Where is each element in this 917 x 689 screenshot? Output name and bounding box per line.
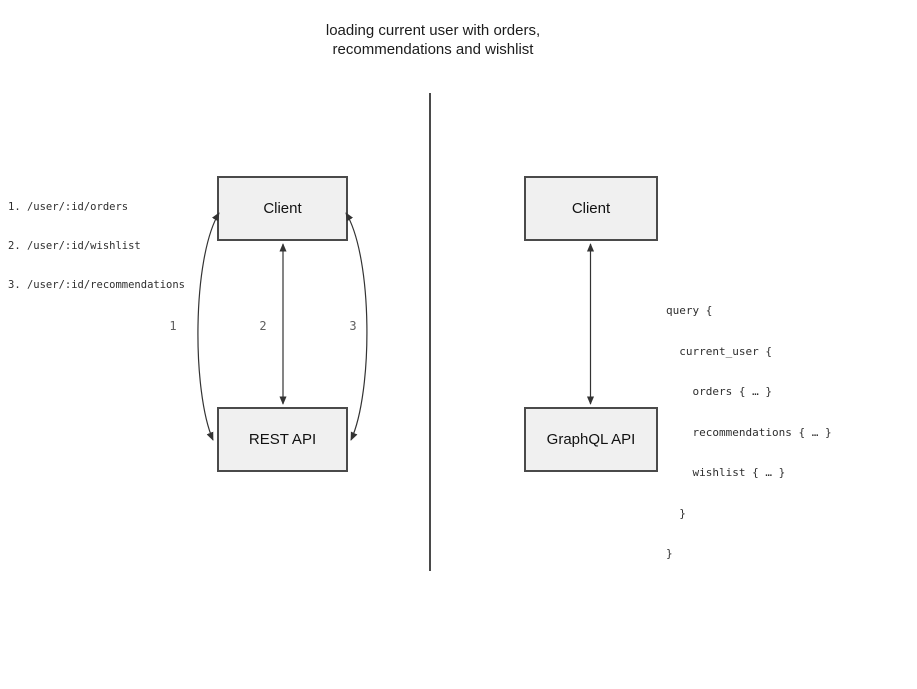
graphql-api-box: GraphQL API bbox=[524, 407, 658, 472]
rest-api-box: REST API bbox=[217, 407, 348, 472]
client-box-graphql-label: Client bbox=[571, 200, 611, 217]
query-line-4: recommendations { … } bbox=[666, 425, 832, 439]
query-line-6: } bbox=[666, 506, 686, 520]
query-line-2: current_user { bbox=[666, 344, 772, 358]
diagram-title-line2: recommendations and wishlist bbox=[332, 41, 534, 58]
vertical-divider bbox=[429, 93, 431, 571]
query-line-7: } bbox=[666, 547, 673, 560]
arrow-label-1: 1 bbox=[169, 319, 177, 333]
rest-api-box-label: REST API bbox=[248, 431, 317, 448]
query-line-5: wishlist { … } bbox=[666, 466, 786, 479]
query-line-1: query { bbox=[666, 304, 713, 317]
rest-arrow-1 bbox=[197, 212, 220, 441]
diagram-title: loading current user with orders, recomm… bbox=[0, 21, 866, 59]
graphql-query-snippet: query { current_user { orders { … } reco… bbox=[666, 277, 832, 588]
diagram-title-line1: loading current user with orders, bbox=[325, 22, 541, 39]
rest-endpoint-3: 3. /user/:id/recommendations bbox=[8, 279, 186, 291]
client-box-graphql: Client bbox=[524, 176, 658, 241]
rest-endpoint-list: 1. /user/:id/orders 2. /user/:id/wishlis… bbox=[8, 175, 185, 318]
arrow-label-2: 2 bbox=[259, 319, 267, 333]
query-line-3: orders { … } bbox=[666, 385, 772, 398]
rest-endpoint-1: 1. /user/:id/orders bbox=[8, 201, 129, 213]
rest-endpoint-2: 2. /user/:id/wishlist bbox=[8, 240, 141, 252]
arrow-label-3: 3 bbox=[349, 319, 357, 333]
client-box-rest: Client bbox=[217, 176, 348, 241]
client-box-rest-label: Client bbox=[263, 200, 302, 217]
graphql-api-box-label: GraphQL API bbox=[546, 431, 636, 448]
